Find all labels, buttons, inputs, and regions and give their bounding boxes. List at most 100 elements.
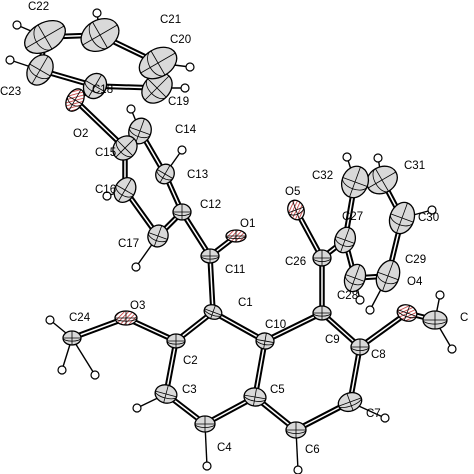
label-c3: C3 bbox=[182, 384, 197, 396]
label-c4: C4 bbox=[217, 442, 232, 454]
atom-c23 bbox=[26, 54, 54, 86]
hydrogen-atom bbox=[131, 262, 141, 272]
label-c24: C24 bbox=[69, 312, 91, 324]
hydrogen-atom bbox=[180, 83, 190, 93]
atom-c28 bbox=[343, 263, 367, 293]
label-c23: C23 bbox=[0, 86, 21, 98]
label-c7: C7 bbox=[366, 408, 381, 420]
atom-c22 bbox=[24, 19, 66, 55]
atom-o3 bbox=[114, 310, 138, 326]
label-c30: C30 bbox=[418, 212, 439, 224]
atom-c30 bbox=[388, 201, 416, 235]
atom-c12 bbox=[172, 203, 192, 221]
label-c31: C31 bbox=[404, 160, 425, 172]
atom-c11 bbox=[200, 248, 220, 264]
atom-o5 bbox=[287, 199, 305, 221]
hydrogen-atom bbox=[355, 295, 365, 305]
label-c25: C bbox=[460, 312, 468, 324]
hydrogen-atom bbox=[380, 413, 390, 423]
atom-c16 bbox=[113, 177, 137, 203]
label-c9: C9 bbox=[325, 334, 340, 346]
label-c28: C28 bbox=[337, 290, 358, 302]
hydrogen-atom bbox=[447, 344, 457, 354]
atom-c1 bbox=[203, 304, 223, 320]
bond-highlight-c1-c11 bbox=[209, 255, 214, 313]
label-c17: C17 bbox=[118, 238, 139, 250]
hydrogen-atom bbox=[373, 153, 383, 163]
label-c20: C20 bbox=[170, 34, 191, 46]
hydrogen-atom bbox=[185, 62, 195, 72]
atom-c32 bbox=[340, 165, 370, 199]
label-c21: C21 bbox=[160, 14, 181, 26]
atom-c5 bbox=[243, 387, 267, 407]
label-c29: C29 bbox=[405, 254, 426, 266]
hydrogen-atom bbox=[12, 20, 22, 30]
atom-c26 bbox=[312, 249, 332, 267]
atom-c27 bbox=[333, 226, 357, 254]
atom-c20 bbox=[138, 46, 178, 80]
atom-c10 bbox=[255, 332, 275, 350]
label-c2: C2 bbox=[183, 355, 198, 367]
label-c14: C14 bbox=[175, 124, 197, 136]
label-c1: C1 bbox=[238, 297, 253, 309]
atom-o2 bbox=[65, 88, 85, 112]
atom-c7 bbox=[337, 391, 363, 413]
label-c13: C13 bbox=[187, 169, 208, 181]
atom-c15 bbox=[112, 135, 138, 161]
hydrogen-atom bbox=[92, 8, 102, 18]
label-c10: C10 bbox=[265, 319, 286, 331]
atom-c2 bbox=[166, 333, 186, 349]
atom-labels: C1C2C3C4C5C6C7C8C9C10C11C12C13C14C15C16C… bbox=[0, 1, 468, 456]
hydrogen-atom bbox=[126, 104, 136, 114]
label-c5: C5 bbox=[270, 384, 285, 396]
atom-c8 bbox=[350, 338, 370, 356]
atom-c25 bbox=[422, 310, 448, 330]
atom-c19 bbox=[141, 72, 173, 104]
hydrogen-atom bbox=[57, 365, 67, 375]
label-c18: C18 bbox=[92, 84, 113, 96]
hydrogen-atom bbox=[202, 461, 212, 471]
hydrogen-atom bbox=[45, 315, 55, 325]
atom-c6 bbox=[285, 421, 307, 439]
hydrogen-atom bbox=[365, 305, 375, 315]
atom-c17 bbox=[147, 224, 169, 248]
hydrogen-atom bbox=[5, 55, 15, 65]
label-c6: C6 bbox=[305, 444, 320, 456]
label-c12: C12 bbox=[200, 199, 221, 211]
atom-o1 bbox=[225, 229, 247, 243]
label-c27: C27 bbox=[342, 211, 363, 223]
hydrogen-atom bbox=[132, 403, 142, 413]
atom-c14 bbox=[128, 117, 152, 145]
atom-c13 bbox=[155, 163, 175, 185]
label-c32: C32 bbox=[312, 170, 333, 182]
hydrogen-atom bbox=[102, 191, 112, 201]
bond-highlight-c9-c10 bbox=[264, 312, 323, 342]
label-o3: O3 bbox=[130, 300, 145, 312]
label-c19: C19 bbox=[168, 96, 189, 108]
atoms bbox=[24, 17, 448, 439]
hydrogen-atom bbox=[90, 370, 100, 380]
hydrogen-atoms bbox=[5, 8, 457, 474]
atom-c24 bbox=[62, 330, 82, 346]
label-o2: O2 bbox=[73, 128, 88, 140]
hydrogen-atom bbox=[435, 290, 445, 300]
hydrogen-atom bbox=[293, 465, 303, 474]
label-o1: O1 bbox=[240, 218, 255, 230]
bond-highlight-c10-c1 bbox=[212, 311, 266, 342]
atom-o4 bbox=[396, 304, 418, 322]
atom-c9 bbox=[312, 305, 332, 321]
label-c15: C15 bbox=[95, 147, 116, 159]
label-c26: C26 bbox=[285, 256, 306, 268]
hydrogen-atom bbox=[342, 152, 352, 162]
atom-c3 bbox=[154, 384, 178, 404]
hydrogen-atom bbox=[177, 145, 187, 155]
atom-c4 bbox=[194, 415, 216, 433]
atom-c21 bbox=[80, 17, 120, 53]
label-o4: O4 bbox=[407, 276, 423, 288]
bond-highlight-c8-o4 bbox=[359, 312, 408, 348]
hydrogen-atom bbox=[427, 205, 437, 215]
label-c22: C22 bbox=[28, 1, 49, 13]
atom-c31 bbox=[366, 165, 398, 195]
